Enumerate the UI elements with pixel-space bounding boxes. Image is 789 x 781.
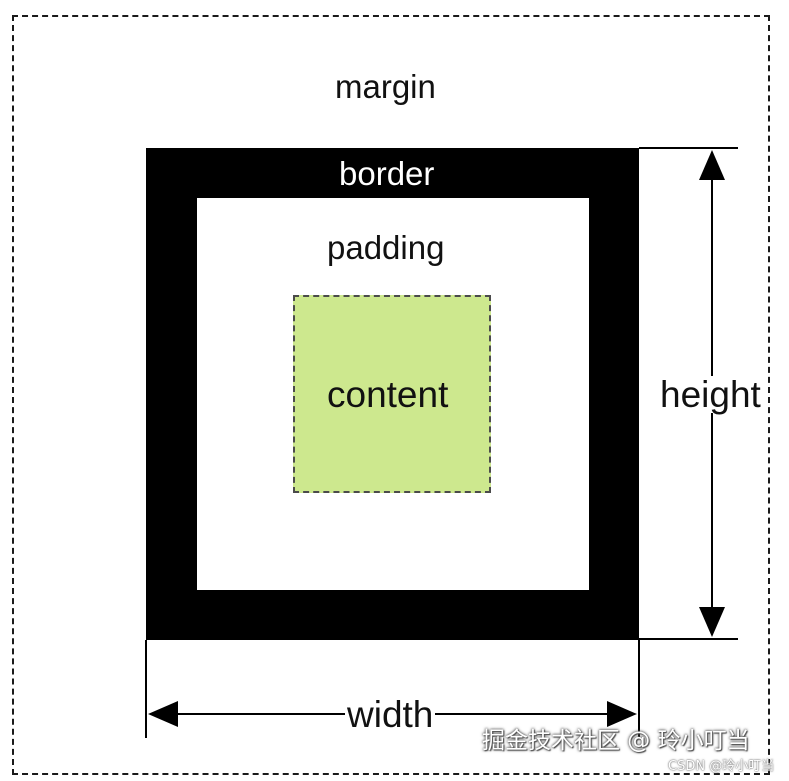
margin-area <box>12 15 770 775</box>
width-label: width <box>345 694 436 735</box>
watermark-subtext: CSDN @玲小叮当 <box>668 759 775 774</box>
margin-label: margin <box>335 68 436 105</box>
border-label: border <box>339 155 435 192</box>
content-area <box>293 295 491 493</box>
padding-label: padding <box>327 229 445 266</box>
watermark-text: 掘金技术社区 @ 玲小叮当 <box>482 728 750 754</box>
content-label: content <box>327 374 449 415</box>
height-label: height <box>659 374 762 415</box>
